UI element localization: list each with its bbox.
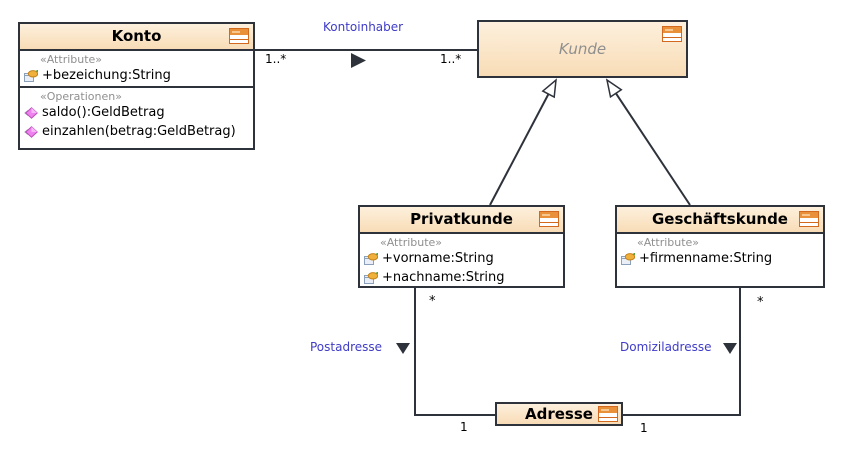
attribute-text: +bezeichung:String [42, 68, 171, 83]
class-name: Adresse [525, 405, 593, 423]
class-privatkunde: Privatkunde «Attribute» +vorname:String [358, 205, 565, 288]
class-icon [539, 211, 559, 227]
attribute-text: +firmenname:String [639, 251, 773, 266]
direction-arrow-icon [723, 343, 737, 354]
class-icon [662, 26, 682, 42]
generalization-arrowhead-icon [605, 78, 623, 99]
multiplicity-kunde-end: 1..* [440, 52, 462, 66]
association-label-domiziladresse: Domiziladresse [620, 340, 712, 354]
operations-compartment: «Operationen» saldo():GeldBetrag einzahl… [20, 86, 253, 146]
attribute-row: +vorname:String [364, 249, 559, 268]
class-geschaeftskunde: Geschäftskunde «Attribute» +firmenname:S… [615, 205, 825, 288]
class-kunde: Kunde [477, 20, 688, 78]
operation-icon [24, 106, 38, 119]
class-name: Konto [111, 27, 162, 45]
class-geschaeftskunde-header: Geschäftskunde [617, 207, 823, 232]
attribute-icon [24, 69, 38, 82]
direction-arrow-icon [351, 53, 366, 68]
attributes-compartment: «Attribute» +bezeichung:String [20, 49, 253, 86]
operation-text: saldo():GeldBetrag [42, 105, 165, 120]
operation-row: einzahlen(betrag:GeldBetrag) [24, 122, 249, 141]
class-konto-header: Konto [20, 24, 253, 49]
stereotype-label: «Operationen» [40, 90, 122, 103]
stereotype-label: «Attribute» [637, 236, 700, 249]
attribute-row: +firmenname:String [621, 249, 819, 268]
generalization-privatkunde-kunde-line [489, 78, 557, 206]
class-privatkunde-header: Privatkunde [360, 207, 563, 232]
direction-arrow-icon [396, 343, 410, 354]
association-kontoinhaber-line [255, 49, 477, 68]
stereotype-label: «Attribute» [40, 53, 103, 66]
generalization-geschaeftskunde-kunde-line [605, 78, 691, 206]
generalization-arrowhead-icon [541, 78, 557, 99]
class-name: Privatkunde [410, 210, 513, 228]
attributes-compartment: «Attribute» +firmenname:String [617, 232, 823, 286]
multiplicity-adresse-right-end: 1 [640, 421, 648, 435]
attributes-compartment: «Attribute» +vorname:String +nachname:S [360, 232, 563, 286]
attribute-text: +vorname:String [382, 251, 494, 266]
class-konto: Konto «Attribute» +bezeichung:String [18, 22, 255, 150]
attribute-row: +nachname:String [364, 268, 559, 287]
multiplicity-konto-end: 1..* [265, 52, 287, 66]
operation-icon [24, 125, 38, 138]
class-icon [229, 28, 249, 44]
operation-row: saldo():GeldBetrag [24, 103, 249, 122]
association-label-postadresse: Postadresse [310, 340, 383, 354]
class-adresse-header: Adresse [497, 404, 621, 424]
multiplicity-privatkunde-end: * [429, 294, 436, 309]
stereotype-label: «Attribute» [380, 236, 443, 249]
attribute-icon [364, 271, 378, 284]
attribute-icon [621, 252, 635, 265]
attribute-icon [364, 252, 378, 265]
class-name: Geschäftskunde [652, 210, 788, 228]
class-icon [799, 211, 819, 227]
class-icon [598, 406, 618, 422]
association-label-kontoinhaber: Kontoinhaber [323, 20, 404, 34]
class-adresse: Adresse [495, 402, 623, 426]
multiplicity-geschaeftskunde-end: * [757, 295, 764, 310]
class-name: Kunde [558, 40, 607, 58]
operation-text: einzahlen(betrag:GeldBetrag) [42, 124, 236, 139]
attribute-text: +nachname:String [382, 270, 505, 285]
association-domiziladresse-line [623, 288, 741, 416]
multiplicity-adresse-left-end: 1 [460, 420, 468, 434]
association-postadresse-line [396, 288, 495, 416]
attribute-row: +bezeichung:String [24, 66, 249, 85]
